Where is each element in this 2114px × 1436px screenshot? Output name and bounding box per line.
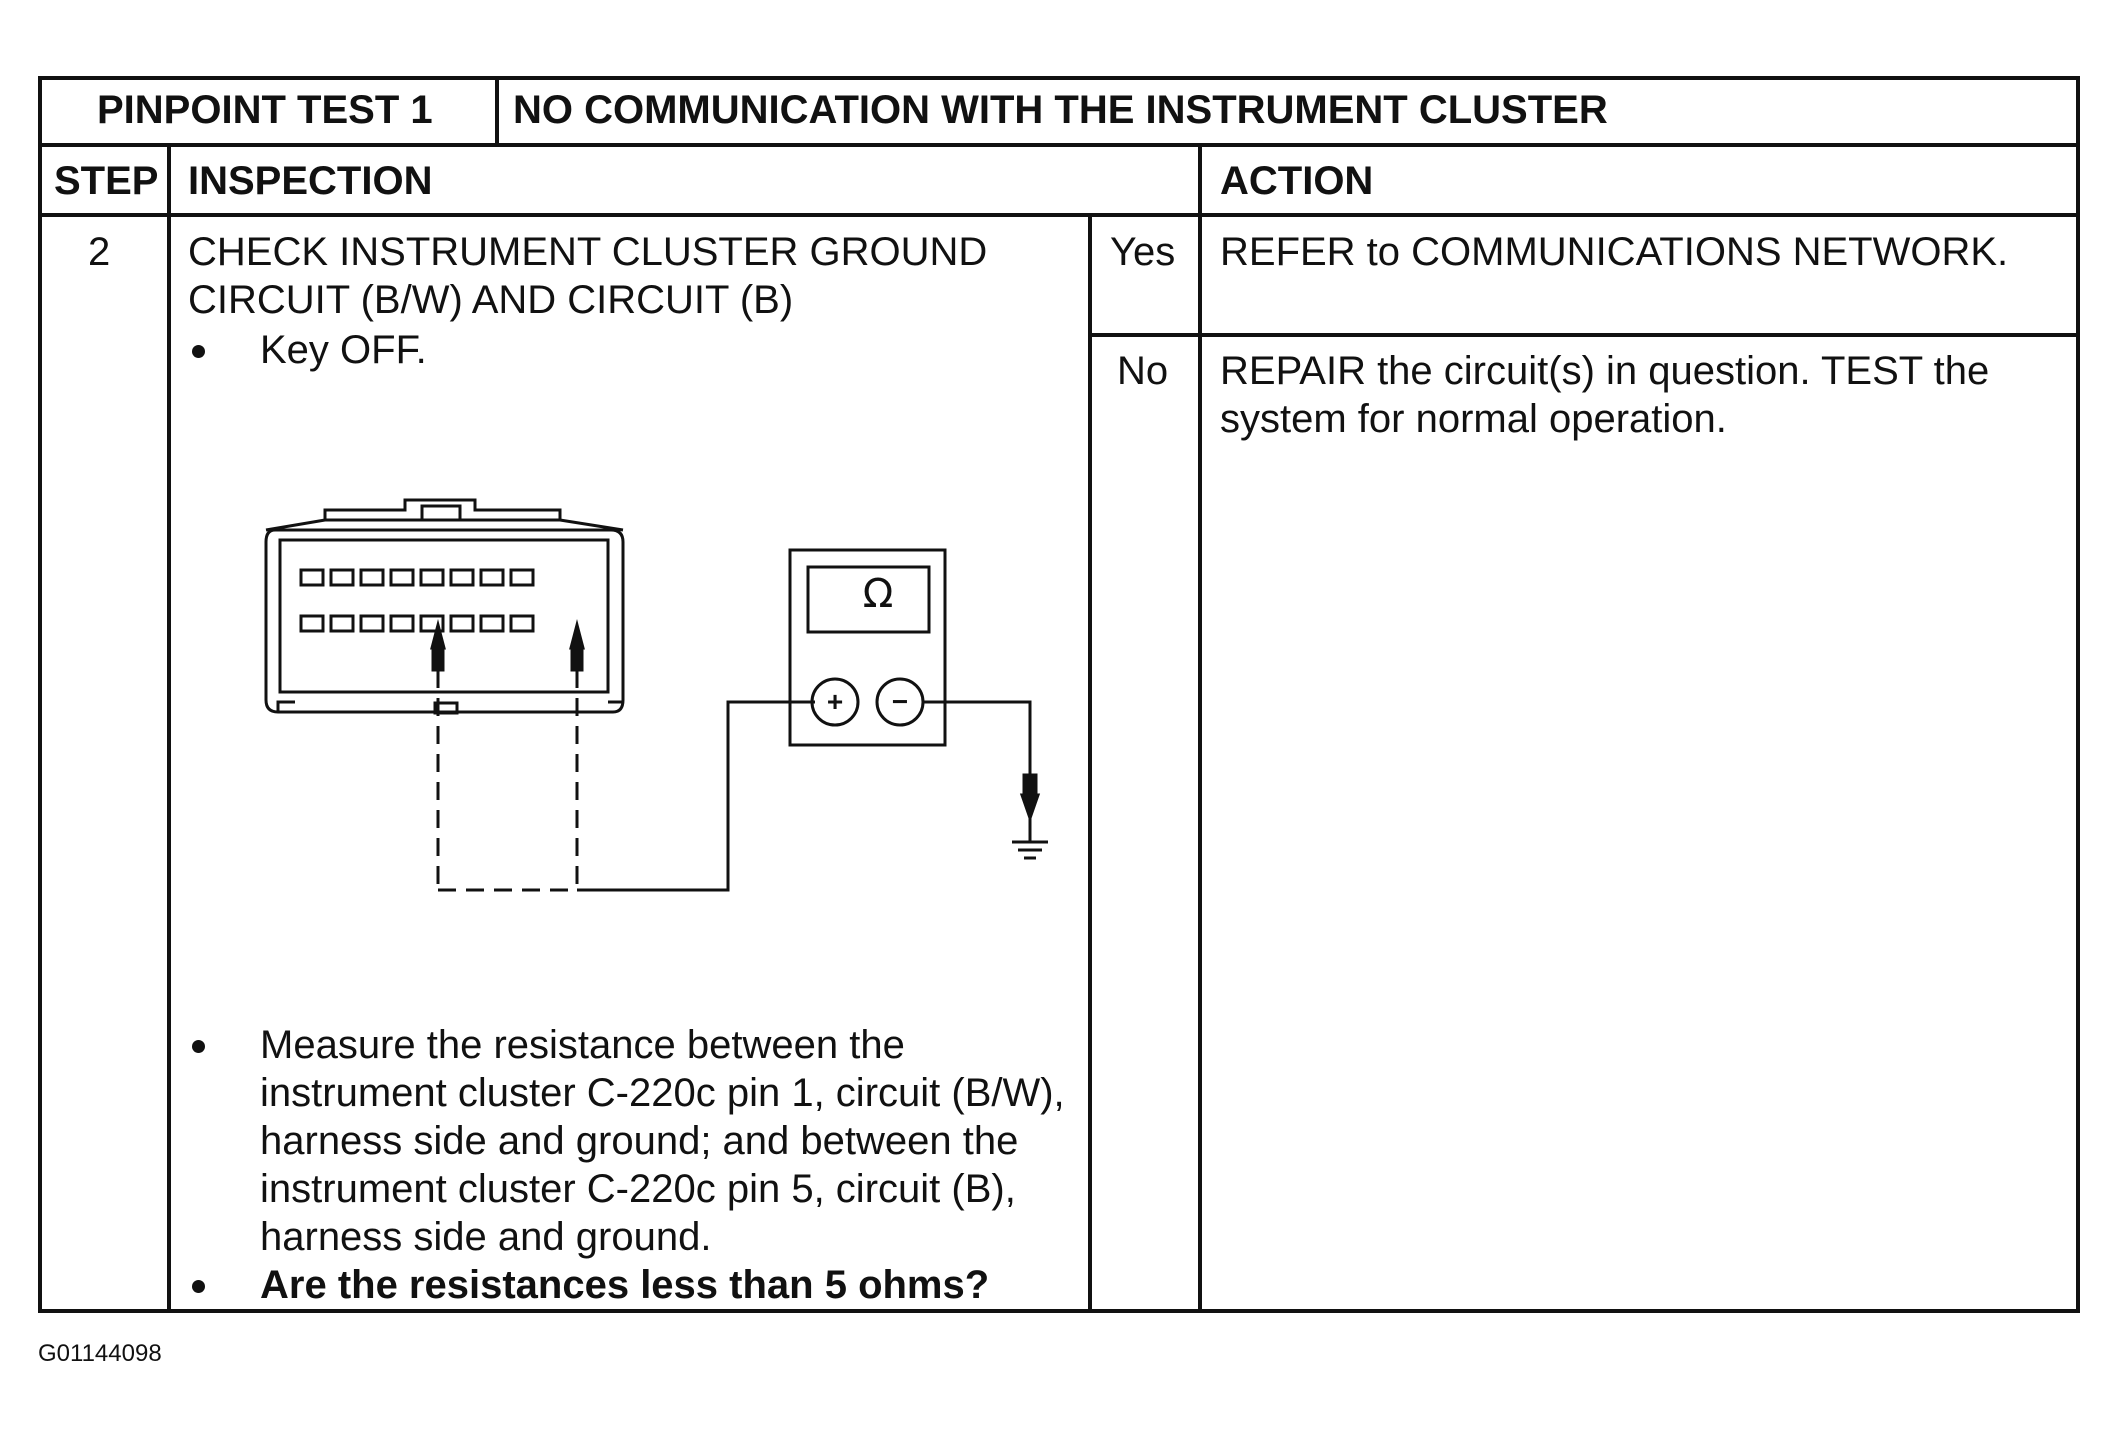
test-label: PINPOINT TEST 1 [97, 88, 433, 132]
connector-meter-diagram [264, 498, 1048, 892]
step-column-header: STEP [54, 159, 159, 203]
bullet-icon [192, 1040, 205, 1053]
yes-no-divider [1090, 333, 2080, 337]
question-text: Are the resistances less than 5 ohms? [260, 1263, 990, 1307]
figure-id: G01144098 [38, 1340, 162, 1367]
probe-pin-5 [569, 619, 585, 890]
header-row-divider [38, 143, 2080, 147]
no-action-line-1: REPAIR the circuit(s) in question. TEST … [1220, 349, 1990, 393]
positive-lead [577, 700, 815, 892]
pinpoint-test-table [38, 76, 2080, 1313]
no-label: No [1117, 349, 1169, 393]
title-divider [495, 76, 499, 145]
probe-pin-1 [430, 619, 446, 890]
check-heading-line1: CHECK INSTRUMENT CLUSTER GROUND [188, 230, 988, 274]
test-title: NO COMMUNICATION WITH THE INSTRUMENT CLU… [513, 88, 1608, 132]
inspection-result-divider [1088, 215, 1092, 1313]
bullet-icon [192, 1280, 205, 1293]
measure-line-3: harness side and ground; and between the [260, 1119, 1019, 1163]
measure-line-1: Measure the resistance between the [260, 1023, 905, 1067]
negative-lead [923, 700, 1032, 790]
measure-line-4: instrument cluster C-220c pin 5, circuit… [260, 1167, 1016, 1211]
ohmmeter [788, 548, 947, 747]
step-number: 2 [88, 230, 111, 274]
action-column-divider [1198, 145, 1202, 1313]
bullet-icon [192, 345, 205, 358]
yes-action: REFER to COMMUNICATIONS NETWORK. [1220, 230, 2009, 274]
plus-terminal-label: + [826, 686, 844, 717]
measure-line-2: instrument cluster C-220c pin 1, circuit… [260, 1071, 1065, 1115]
inspection-column-header: INSPECTION [188, 159, 433, 203]
yes-label: Yes [1110, 230, 1176, 274]
ohm-symbol: Ω [862, 571, 894, 617]
connector-c220c [264, 498, 625, 715]
step-column-divider [167, 145, 171, 1313]
bullet-key-off: Key OFF. [260, 328, 427, 372]
measure-line-5: harness side and ground. [260, 1215, 712, 1259]
action-column-header: ACTION [1220, 159, 1374, 203]
column-header-divider [38, 213, 2080, 217]
minus-terminal-label: − [891, 686, 909, 717]
no-action-line-2: system for normal operation. [1220, 397, 1727, 441]
check-heading-line2: CIRCUIT (B/W) AND CIRCUIT (B) [188, 278, 794, 322]
ground-icon [1012, 773, 1048, 860]
